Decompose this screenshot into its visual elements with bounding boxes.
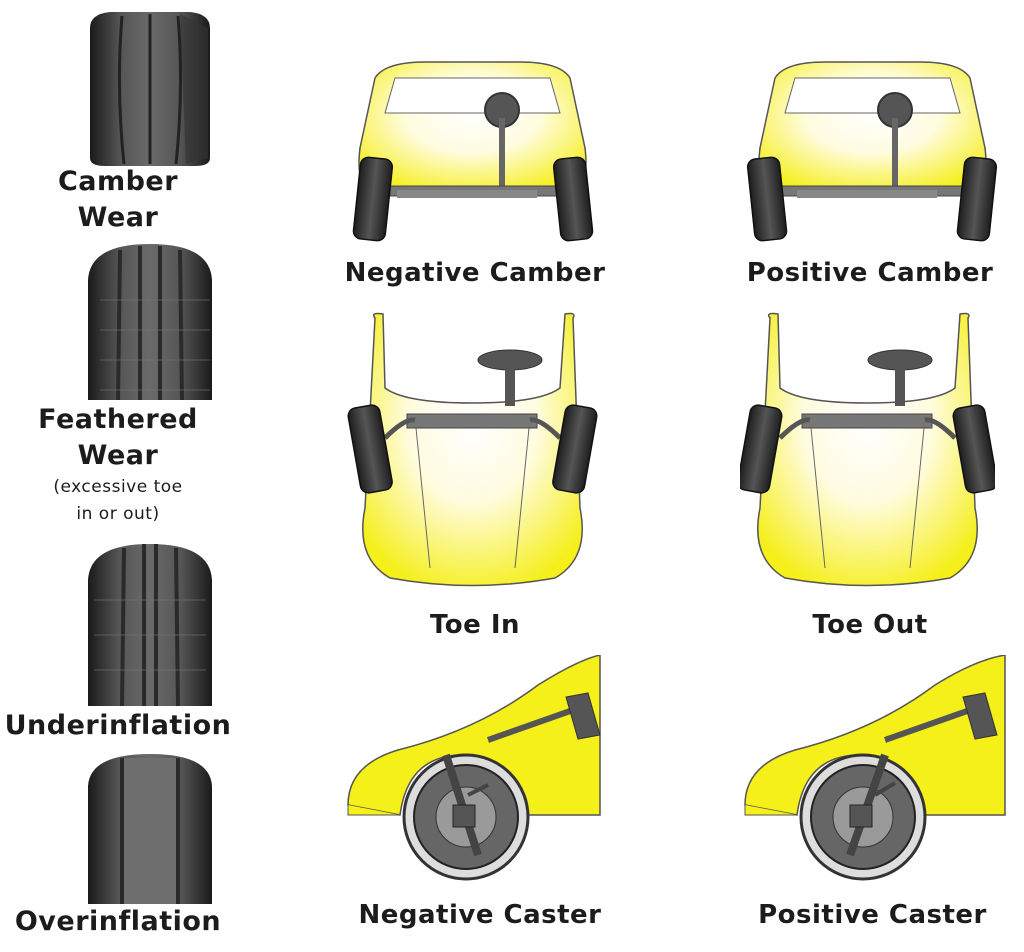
feathered-wear-tire [88, 244, 212, 401]
feathered-wear-label: Feathered Wear (excessive toe in or out) [0, 402, 236, 528]
camber-wear-line-2: Wear [77, 202, 159, 233]
toe-out-diagram [740, 312, 995, 587]
toe-out-label: Toe Out [812, 610, 928, 640]
underinflation-tire [88, 544, 212, 707]
negative-camber-label: Negative Camber [344, 258, 606, 288]
feathered-wear-line-1: Feathered [38, 404, 198, 435]
underinflation-line-1: Underinflation [4, 710, 232, 741]
overinflation-label: Overinflation [0, 904, 236, 940]
toe-in-diagram [347, 312, 598, 587]
feathered-wear-note-2: in or out) [76, 504, 160, 524]
camber-wear-tire [90, 12, 210, 166]
feathered-wear-line-2: Wear [77, 440, 159, 471]
positive-caster-diagram [744, 655, 1006, 881]
negative-camber-diagram [352, 61, 594, 242]
underinflation-label: Underinflation [0, 708, 236, 744]
positive-caster-label: Positive Caster [758, 900, 987, 930]
negative-caster-diagram [347, 655, 601, 881]
camber-wear-label: Camber Wear [0, 164, 236, 236]
positive-camber-label: Positive Camber [746, 258, 994, 288]
feathered-wear-note-1: (excessive toe [53, 477, 183, 497]
camber-wear-line-1: Camber [57, 166, 179, 197]
negative-caster-label: Negative Caster [358, 900, 602, 930]
toe-in-label: Toe In [429, 610, 520, 640]
overinflation-line-1: Overinflation [14, 906, 222, 937]
positive-camber-diagram [746, 61, 998, 242]
overinflation-tire [88, 754, 212, 904]
